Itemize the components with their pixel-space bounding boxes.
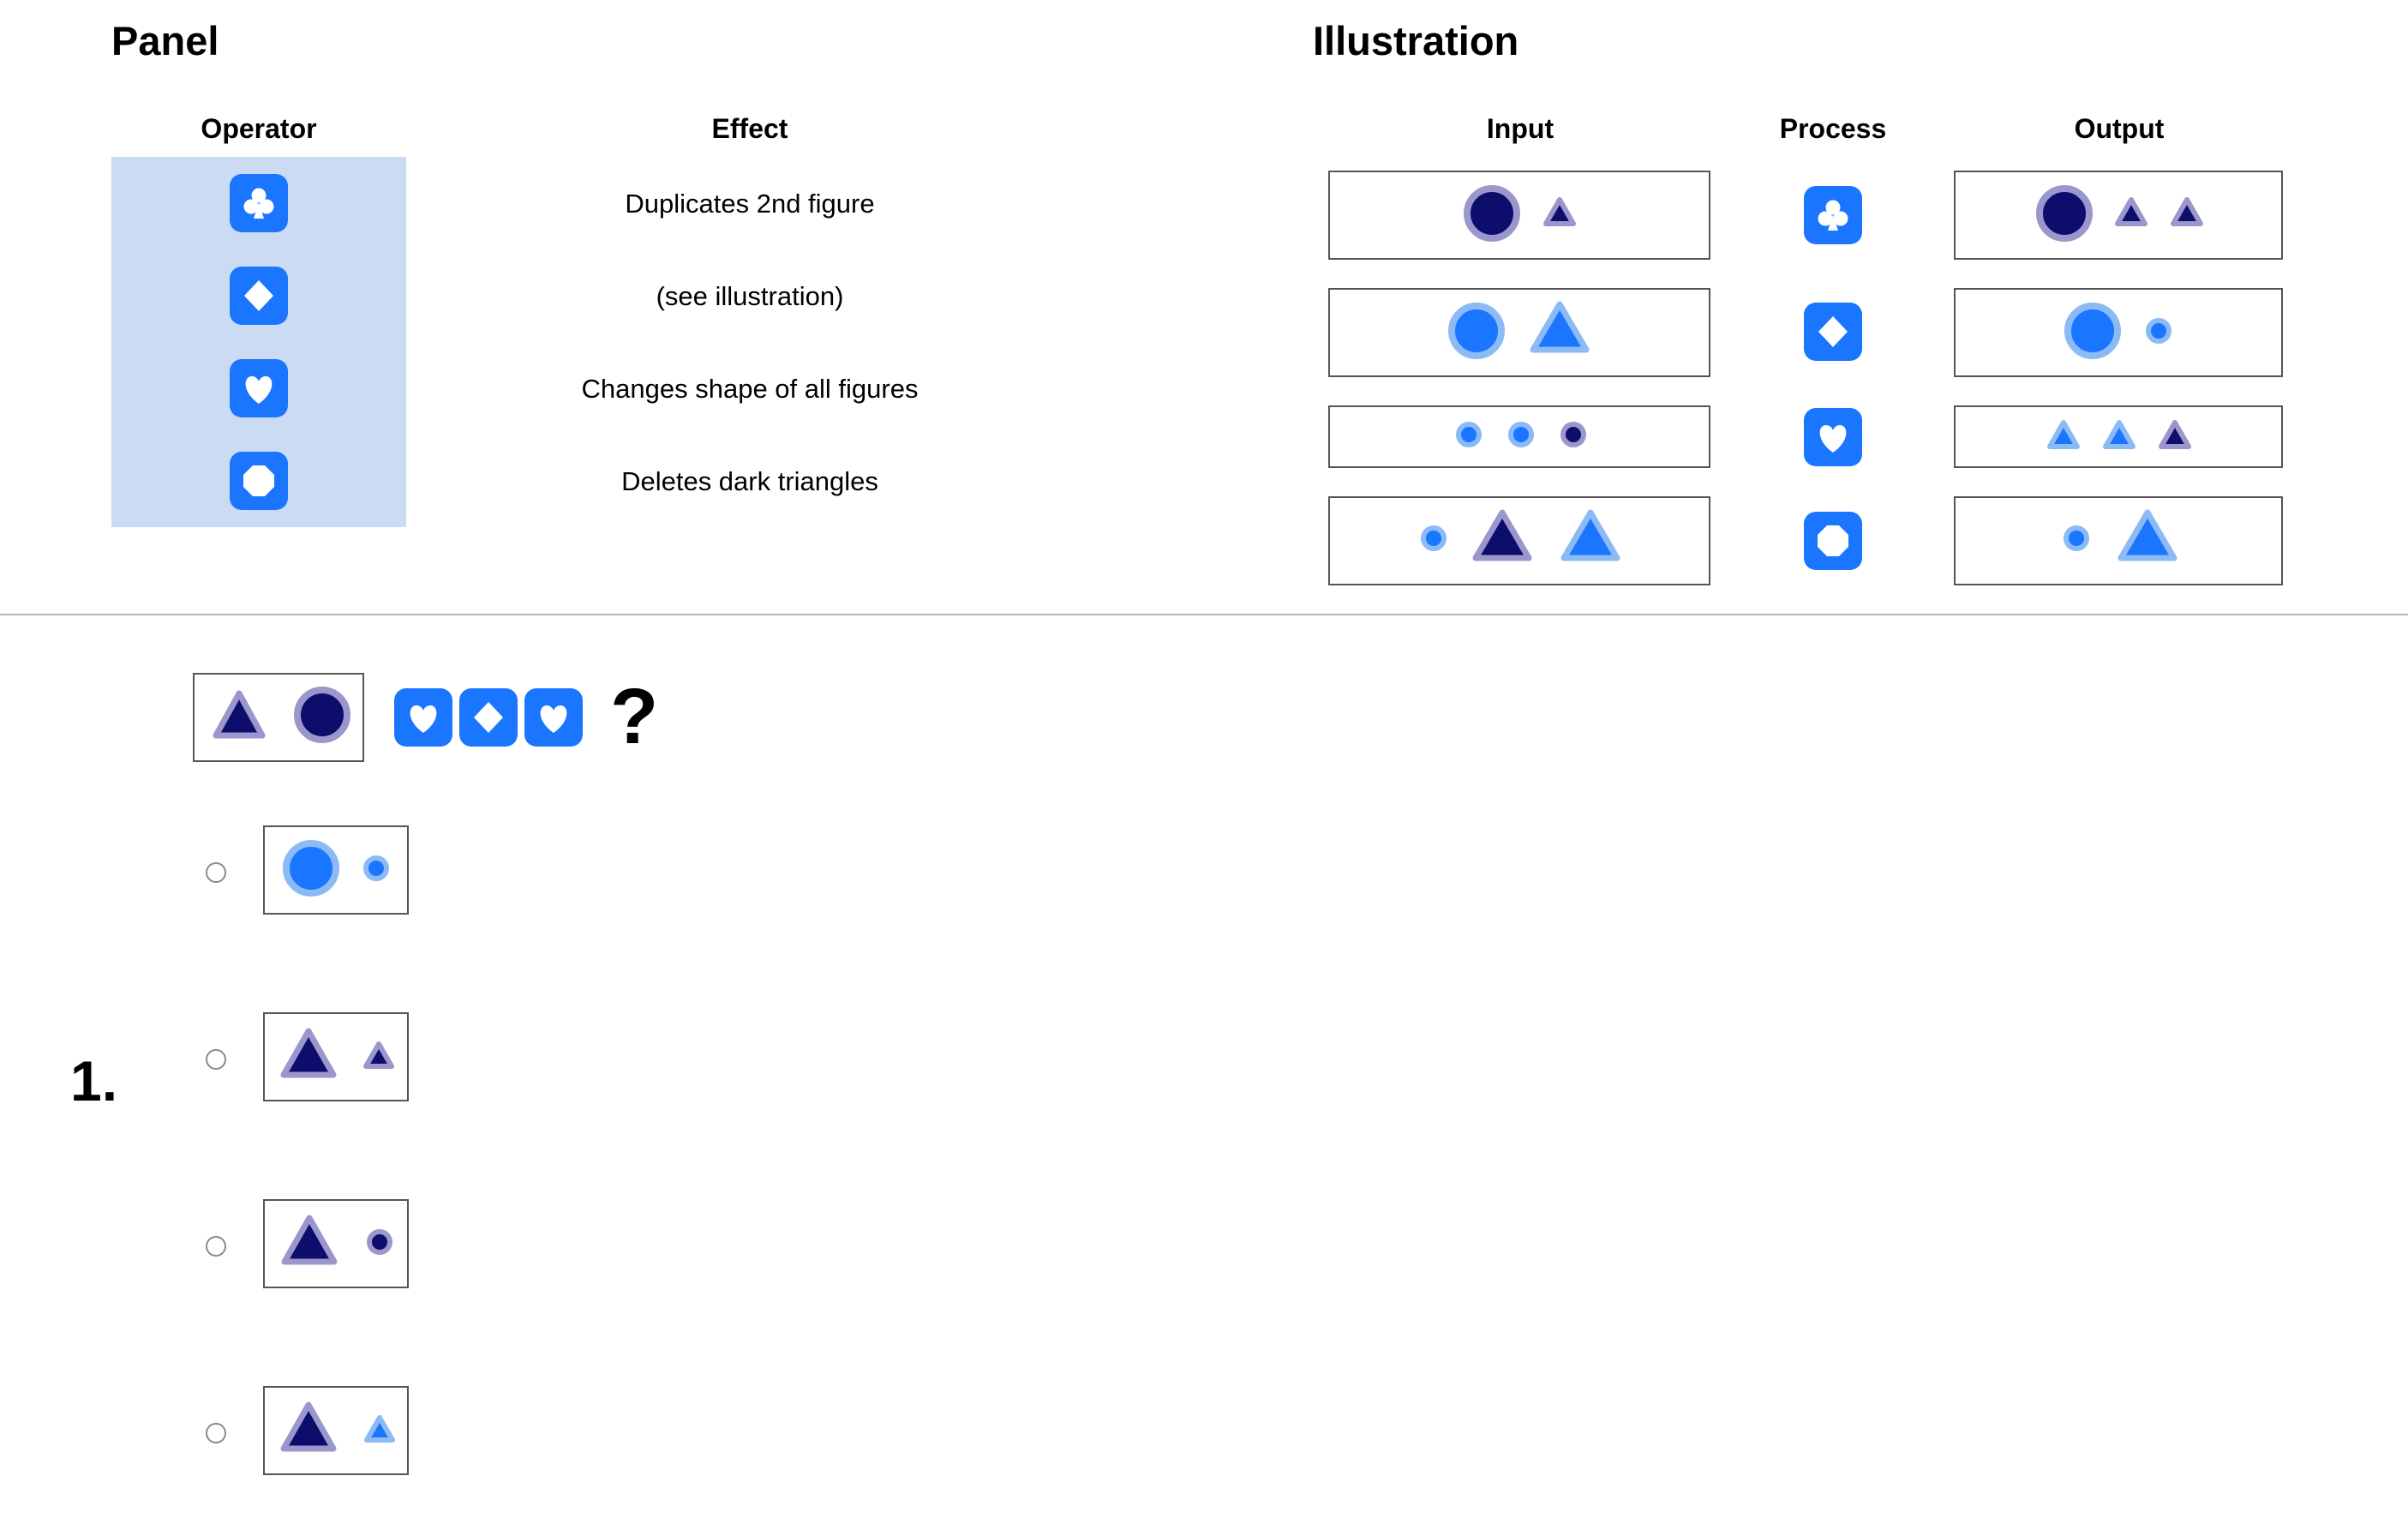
question-mark: ?	[610, 673, 659, 760]
illustration-input-4	[1328, 496, 1710, 585]
light-triangle-shape	[2103, 420, 2135, 449]
illustration-title: Illustration	[1313, 18, 1519, 63]
illustration-output-3	[1954, 405, 2283, 468]
diamond-icon	[459, 688, 518, 747]
input-header: Input	[1486, 113, 1554, 144]
illustration-process-4	[1804, 512, 1862, 570]
dark-circle-shape	[1464, 185, 1520, 242]
section-divider	[0, 614, 2408, 615]
heart-icon	[394, 688, 452, 747]
dark-circle-shape	[1560, 422, 1586, 447]
option-radio-2[interactable]	[206, 1049, 226, 1070]
light-triangle-shape	[364, 1415, 395, 1443]
dark-triangle-shape	[2115, 197, 2147, 226]
illustration-input-2	[1328, 288, 1710, 377]
operator-heart	[230, 359, 288, 417]
option-figure-3[interactable]	[263, 1199, 409, 1288]
question-operator-3	[524, 688, 583, 747]
heart-icon	[524, 688, 583, 747]
effect-text-diamond: (see illustration)	[656, 281, 844, 311]
diamond-icon	[230, 267, 288, 325]
option-radio-1[interactable]	[206, 862, 226, 883]
dark-triangle-shape	[2171, 197, 2203, 226]
illustration-output-4	[1954, 496, 2283, 585]
octagon-icon	[230, 452, 288, 510]
operator-club	[230, 174, 288, 232]
option-figure-2[interactable]	[263, 1012, 409, 1101]
dark-triangle-shape	[1472, 509, 1532, 561]
question-operator-1	[394, 688, 452, 747]
dark-triangle-shape	[280, 1028, 337, 1078]
operator-header: Operator	[201, 113, 317, 144]
dark-circle-shape	[2036, 185, 2093, 242]
effect-text-octagon: Deletes dark triangles	[621, 466, 878, 496]
light-circle-shape	[1448, 303, 1505, 359]
illustration-process-1	[1804, 186, 1862, 244]
operator-octagon	[230, 452, 288, 510]
process-header: Process	[1779, 113, 1887, 144]
club-icon	[1804, 186, 1862, 244]
effect-text-heart: Changes shape of all figures	[581, 374, 919, 404]
option-figure-4[interactable]	[263, 1386, 409, 1475]
light-circle-shape	[1421, 525, 1447, 551]
illustration-output-2	[1954, 288, 2283, 377]
light-circle-shape	[2064, 303, 2121, 359]
illustration-output-1	[1954, 171, 2283, 260]
light-circle-shape	[363, 855, 389, 881]
heart-icon	[230, 359, 288, 417]
dark-triangle-shape	[213, 690, 266, 739]
effect-header: Effect	[711, 113, 788, 144]
dark-triangle-shape	[281, 1215, 338, 1265]
light-triangle-shape	[2047, 420, 2080, 449]
operator-diamond	[230, 267, 288, 325]
light-circle-shape	[283, 840, 339, 897]
option-figure-1[interactable]	[263, 825, 409, 915]
output-header: Output	[2074, 113, 2165, 144]
light-circle-shape	[2146, 318, 2171, 344]
light-triangle-shape	[2117, 509, 2177, 561]
light-triangle-shape	[1530, 301, 1590, 353]
panel-title: Panel	[111, 18, 219, 63]
heart-icon	[1804, 408, 1862, 466]
effect-text-club: Duplicates 2nd figure	[625, 189, 875, 219]
dark-circle-shape	[294, 687, 350, 743]
question-number: 1.	[70, 1049, 118, 1113]
dark-triangle-shape	[280, 1401, 337, 1452]
illustration-input-1	[1328, 171, 1710, 260]
octagon-icon	[1804, 512, 1862, 570]
option-radio-4[interactable]	[206, 1423, 226, 1443]
club-icon	[230, 174, 288, 232]
diamond-icon	[1804, 303, 1862, 361]
question-operator-2	[459, 688, 518, 747]
illustration-process-2	[1804, 303, 1862, 361]
dark-circle-shape	[367, 1229, 392, 1255]
light-triangle-shape	[1560, 509, 1620, 561]
light-circle-shape	[1508, 422, 1534, 447]
question-figure-box	[193, 673, 364, 762]
light-circle-shape	[1456, 422, 1482, 447]
illustration-process-3	[1804, 408, 1862, 466]
option-radio-3[interactable]	[206, 1236, 226, 1257]
illustration-input-3	[1328, 405, 1710, 468]
dark-triangle-shape	[363, 1041, 394, 1069]
dark-triangle-shape	[1543, 197, 1576, 226]
light-circle-shape	[2064, 525, 2089, 551]
dark-triangle-shape	[2159, 420, 2191, 449]
